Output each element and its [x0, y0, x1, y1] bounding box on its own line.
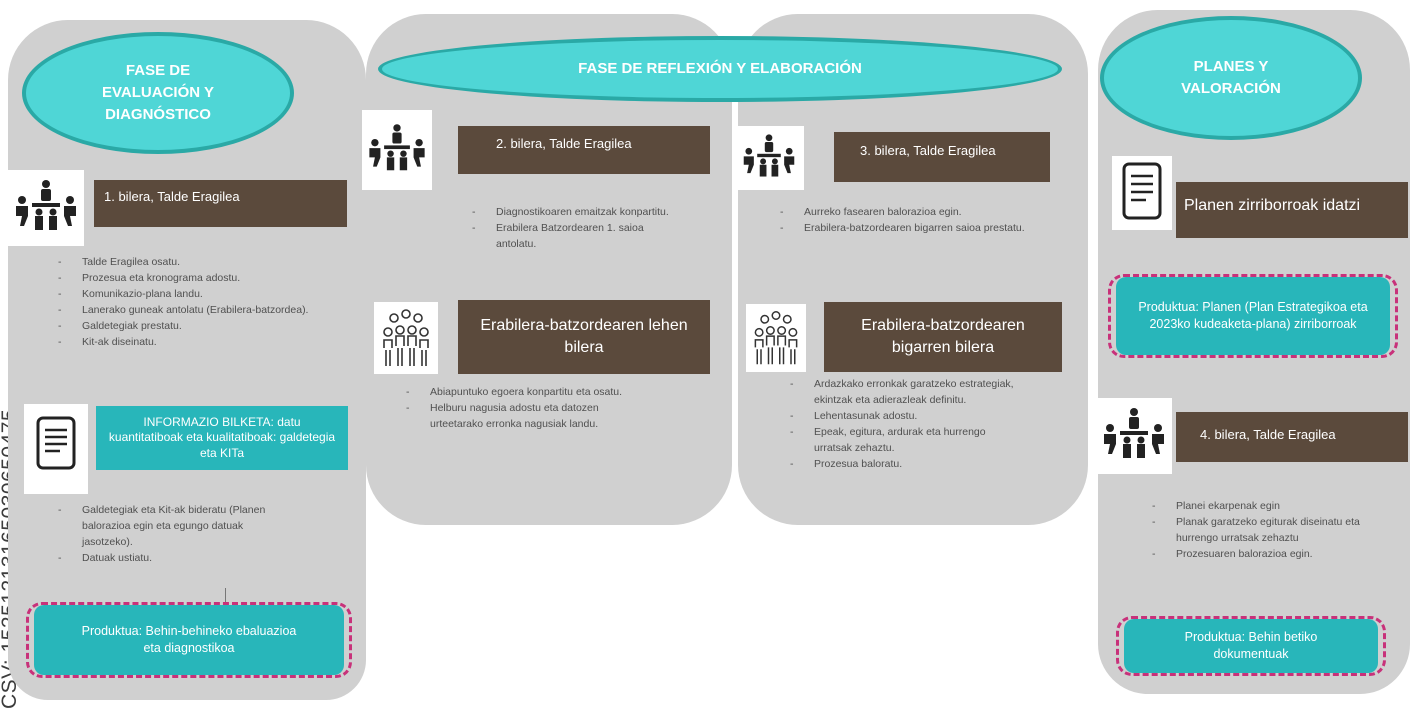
meeting3-label: 3. bilera, Talde Eragilea	[834, 132, 1050, 182]
task-item: Galdetegiak eta Kit-ak bideratu (Planen …	[56, 502, 292, 550]
document-icon	[24, 404, 88, 494]
meeting-icon	[8, 170, 84, 246]
task-item: Prozesua baloratu.	[788, 456, 1058, 472]
task-item: Prozesuaren balorazioa egin.	[1150, 546, 1380, 562]
phase1-task-list: Talde Eragilea osatu. Prozesua eta krono…	[56, 254, 356, 350]
task-item: Talde Eragilea osatu.	[56, 254, 356, 270]
task-item: Lehentasunak adostu.	[788, 408, 1058, 424]
committee-icon	[746, 304, 806, 372]
phase3-title: PLANES Y VALORACIÓN	[1100, 16, 1362, 140]
committee-icon-svg	[383, 309, 429, 366]
meeting2-label: 2. bilera, Talde Eragilea	[458, 126, 710, 174]
task-item: Planei ekarpenak egin	[1150, 498, 1380, 514]
task-item: Diagnostikoaren emaitzak konpartitu.	[470, 204, 676, 220]
task-item: Helburu nagusia adostu eta datozen urtee…	[404, 400, 640, 432]
meeting-icon	[362, 110, 432, 190]
task-item: Erabilera Batzordearen 1. saioa antolatu…	[470, 220, 646, 252]
meeting-icon-svg	[369, 124, 425, 171]
phase1-title: FASE DE EVALUACIÓN Y DIAGNÓSTICO	[22, 32, 294, 154]
meeting-icon-svg	[1104, 408, 1164, 458]
meeting-icon-svg	[16, 180, 76, 230]
draft-label: Planen zirriborroak idatzi	[1176, 182, 1408, 238]
document-icon	[1112, 156, 1172, 230]
meeting4-label: 4. bilera, Talde Eragilea	[1176, 412, 1408, 462]
task-item: Kit-ak diseinatu.	[56, 334, 356, 350]
task-item: Epeak, egitura, ardurak eta hurrengo urr…	[788, 424, 1014, 456]
committee1-label: Erabilera-batzordearen lehen bilera	[458, 300, 710, 374]
task-item: Datuak ustiatu.	[56, 550, 326, 566]
committee2-label: Erabilera-batzordearen bigarren bilera	[824, 302, 1062, 372]
task-item: Galdetegiak prestatu.	[56, 318, 356, 334]
task-item: Lanerako guneak antolatu (Erabilera-batz…	[56, 302, 332, 318]
task-item: Planak garatzeko egiturak diseinatu eta …	[1150, 514, 1366, 546]
info-collection-box: INFORMAZIO BILKETA: datu kuantitatiboak …	[96, 406, 348, 470]
committee-icon-svg	[754, 311, 798, 365]
product-box-1: Produktua: Behin-behineko ebaluazioa eta…	[26, 602, 352, 678]
task-item: Abiapuntuko egoera konpartitu eta osatu.	[404, 384, 650, 400]
committee2-task-list: Ardazkako erronkak garatzeko estrategiak…	[788, 376, 1058, 472]
task-item: Ardazkako erronkak garatzeko estrategiak…	[788, 376, 1024, 408]
task-item: Aurreko fasearen balorazioa egin.	[778, 204, 1068, 220]
meeting-icon	[734, 126, 804, 190]
phase2-title: FASE DE REFLEXIÓN Y ELABORACIÓN	[378, 36, 1062, 102]
committee1-task-list: Abiapuntuko egoera konpartitu eta osatu.…	[404, 384, 654, 432]
committee-icon	[374, 302, 438, 374]
connector-line	[225, 588, 226, 604]
phase1-task-list-2: Galdetegiak eta Kit-ak bideratu (Planen …	[56, 502, 326, 566]
phase2-task-list-3: Aurreko fasearen balorazioa egin. Erabil…	[778, 204, 1068, 236]
product-box-3: Produktua: Behin betiko dokumentuak	[1116, 616, 1386, 676]
document-icon-svg	[1122, 162, 1162, 220]
product-box-2: Produktua: Planen (Plan Estrategikoa eta…	[1108, 274, 1398, 358]
phase2-task-list: Diagnostikoaren emaitzak konpartitu. Era…	[470, 204, 700, 252]
task-item: Komunikazio-plana landu.	[56, 286, 356, 302]
meeting1-label: 1. bilera, Talde Eragilea	[94, 180, 347, 227]
task-item: Prozesua eta kronograma adostu.	[56, 270, 356, 286]
phase3-task-list: Planei ekarpenak egin Planak garatzeko e…	[1150, 498, 1380, 562]
task-item: Erabilera-batzordearen bigarren saioa pr…	[778, 220, 1044, 236]
meeting-icon-svg	[743, 134, 795, 177]
document-icon-svg	[36, 416, 76, 470]
meeting-icon	[1096, 398, 1172, 474]
